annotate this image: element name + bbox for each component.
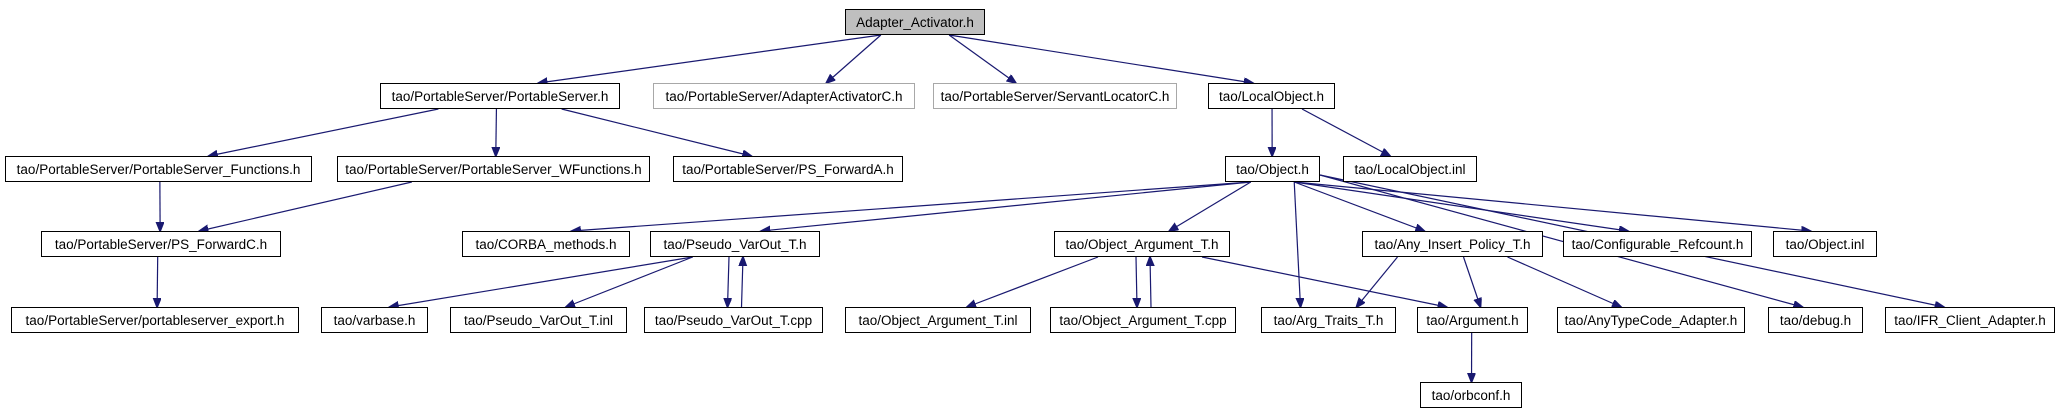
graph-node-pseudo_varout_cpp[interactable]: tao/Pseudo_VarOut_T.cpp bbox=[644, 307, 823, 333]
graph-node-adapteractivatorc: tao/PortableServer/AdapterActivatorC.h bbox=[653, 83, 915, 109]
edge-pseudo_varout_h-to-varbase bbox=[390, 256, 693, 307]
graph-node-debug[interactable]: tao/debug.h bbox=[1768, 307, 1863, 333]
edge-portableserver-to-ps_forwarda bbox=[561, 108, 752, 156]
graph-node-arg_traits[interactable]: tao/Arg_Traits_T.h bbox=[1261, 307, 1396, 333]
edge-object_h-to-object_inl bbox=[1294, 181, 1810, 231]
graph-node-varbase[interactable]: tao/varbase.h bbox=[321, 307, 428, 333]
graph-node-object_argument_cpp[interactable]: tao/Object_Argument_T.cpp bbox=[1050, 307, 1236, 333]
edge-portableserver-to-ps_wfunctions bbox=[496, 108, 497, 156]
graph-node-orbconf[interactable]: tao/orbconf.h bbox=[1420, 382, 1522, 408]
graph-node-localobject[interactable]: tao/LocalObject.h bbox=[1208, 83, 1335, 109]
graph-node-pseudo_varout_inl[interactable]: tao/Pseudo_VarOut_T.inl bbox=[450, 307, 627, 333]
graph-node-ps_functions[interactable]: tao/PortableServer/PortableServer_Functi… bbox=[5, 156, 312, 182]
edge-localobject-to-localobject_inl bbox=[1301, 108, 1390, 156]
graph-node-any_insert[interactable]: tao/Any_Insert_Policy_T.h bbox=[1362, 231, 1543, 257]
edge-adapter_activator-to-portableserver bbox=[539, 34, 881, 83]
graph-node-ps_wfunctions[interactable]: tao/PortableServer/PortableServer_WFunct… bbox=[337, 156, 650, 182]
graph-node-ps_forwardc[interactable]: tao/PortableServer/PS_ForwardC.h bbox=[41, 231, 281, 257]
edge-ps_wfunctions-to-ps_forwardc bbox=[200, 181, 412, 231]
graph-node-ifr_client[interactable]: tao/IFR_Client_Adapter.h bbox=[1885, 307, 2055, 333]
edge-object_argument_h-to-object_argument_cpp bbox=[1136, 256, 1137, 307]
edge-object_h-to-configurable bbox=[1294, 181, 1628, 231]
graph-node-servantlocatorc: tao/PortableServer/ServantLocatorC.h bbox=[933, 83, 1177, 109]
edge-any_insert-to-anytypecode bbox=[1507, 256, 1622, 307]
graph-node-localobject_inl[interactable]: tao/LocalObject.inl bbox=[1343, 156, 1477, 182]
graph-node-object_argument_inl[interactable]: tao/Object_Argument_T.inl bbox=[845, 307, 1031, 333]
edge-any_insert-to-arg_traits bbox=[1357, 256, 1398, 307]
edge-object_h-to-corba_methods bbox=[572, 181, 1251, 231]
edge-ps_forwardc-to-ps_export bbox=[157, 256, 158, 307]
edge-object_h-to-any_insert bbox=[1294, 181, 1424, 231]
edge-object_argument_cpp-to-object_argument_h bbox=[1150, 257, 1151, 308]
graph-node-object_argument_h[interactable]: tao/Object_Argument_T.h bbox=[1054, 231, 1230, 257]
graph-node-anytypecode[interactable]: tao/AnyTypeCode_Adapter.h bbox=[1557, 307, 1745, 333]
edge-object_argument_h-to-object_argument_inl bbox=[967, 256, 1099, 307]
edge-object_h-to-pseudo_varout_h bbox=[761, 181, 1251, 231]
graph-node-object_h[interactable]: tao/Object.h bbox=[1225, 156, 1320, 182]
graph-node-pseudo_varout_h[interactable]: tao/Pseudo_VarOut_T.h bbox=[650, 231, 820, 257]
edge-object_h-to-debug bbox=[1319, 174, 1802, 307]
edge-adapter_activator-to-localobject bbox=[949, 34, 1253, 83]
edge-pseudo_varout_h-to-pseudo_varout_inl bbox=[566, 256, 693, 307]
graph-node-configurable[interactable]: tao/Configurable_Refcount.h bbox=[1563, 231, 1752, 257]
graph-node-object_inl[interactable]: tao/Object.inl bbox=[1773, 231, 1877, 257]
edge-object_argument_h-to-argument bbox=[1201, 256, 1447, 307]
graph-node-ps_export[interactable]: tao/PortableServer/portableserver_export… bbox=[11, 307, 299, 333]
edge-pseudo_varout_h-to-pseudo_varout_cpp bbox=[728, 256, 730, 307]
edge-portableserver-to-ps_functions bbox=[209, 108, 439, 156]
graph-node-adapter_activator: Adapter_Activator.h bbox=[845, 9, 985, 35]
edge-object_h-to-arg_traits bbox=[1293, 181, 1300, 307]
edge-adapter_activator-to-adapteractivatorc bbox=[826, 34, 882, 83]
edge-adapter_activator-to-servantlocatorc bbox=[948, 34, 1016, 83]
graph-node-argument[interactable]: tao/Argument.h bbox=[1417, 307, 1528, 333]
edge-any_insert-to-argument bbox=[1462, 256, 1481, 307]
graph-node-corba_methods[interactable]: tao/CORBA_methods.h bbox=[462, 231, 630, 257]
edge-pseudo_varout_cpp-to-pseudo_varout_h bbox=[742, 257, 744, 308]
graph-node-portableserver[interactable]: tao/PortableServer/PortableServer.h bbox=[380, 83, 620, 109]
graph-node-ps_forwarda[interactable]: tao/PortableServer/PS_ForwardA.h bbox=[673, 156, 903, 182]
edge-object_h-to-object_argument_h bbox=[1169, 181, 1252, 231]
